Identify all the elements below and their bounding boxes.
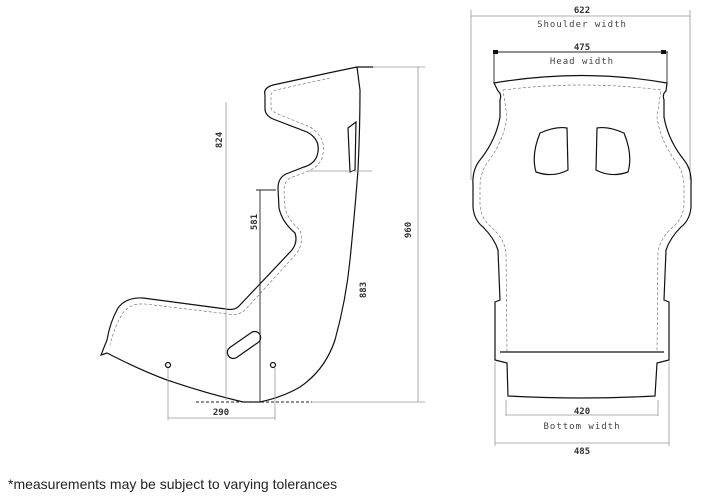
bottom-width-value: 420: [574, 407, 590, 417]
side-view: 824 581 883 960 290: [99, 66, 425, 420]
head-hole-right: [595, 126, 631, 176]
dim-label-290: 290: [213, 408, 229, 418]
bottom-width-label: Bottom width: [543, 422, 620, 432]
head-hole-left: [533, 126, 569, 176]
side-seat-outline: [99, 66, 373, 403]
mount-hole-front: [164, 361, 172, 369]
side-mount-slot: [226, 330, 262, 360]
dim-label-883: 883: [359, 282, 369, 298]
head-width-value: 475: [574, 43, 590, 53]
side-seat-inner-line: [109, 77, 331, 346]
side-pad-slot: [347, 120, 357, 173]
front-view: 622 Shoulder width 475 Head width 420 Bo…: [470, 6, 692, 457]
front-seat-outline: [472, 74, 692, 399]
tolerance-footnote: *measurements may be subject to varying …: [8, 476, 338, 492]
base-width-value: 485: [574, 447, 590, 457]
head-width-label: Head width: [550, 57, 614, 67]
front-seat-inner-line: [479, 84, 685, 353]
mount-hole-rear: [269, 361, 277, 369]
shoulder-width-value: 622: [574, 6, 590, 16]
dim-label-824: 824: [215, 131, 225, 148]
dim-label-960: 960: [404, 222, 414, 238]
shoulder-width-label: Shoulder width: [537, 20, 627, 30]
head-dim-marker-right: [661, 50, 666, 54]
head-dim-marker-left: [493, 50, 498, 54]
dim-label-581: 581: [250, 214, 260, 230]
